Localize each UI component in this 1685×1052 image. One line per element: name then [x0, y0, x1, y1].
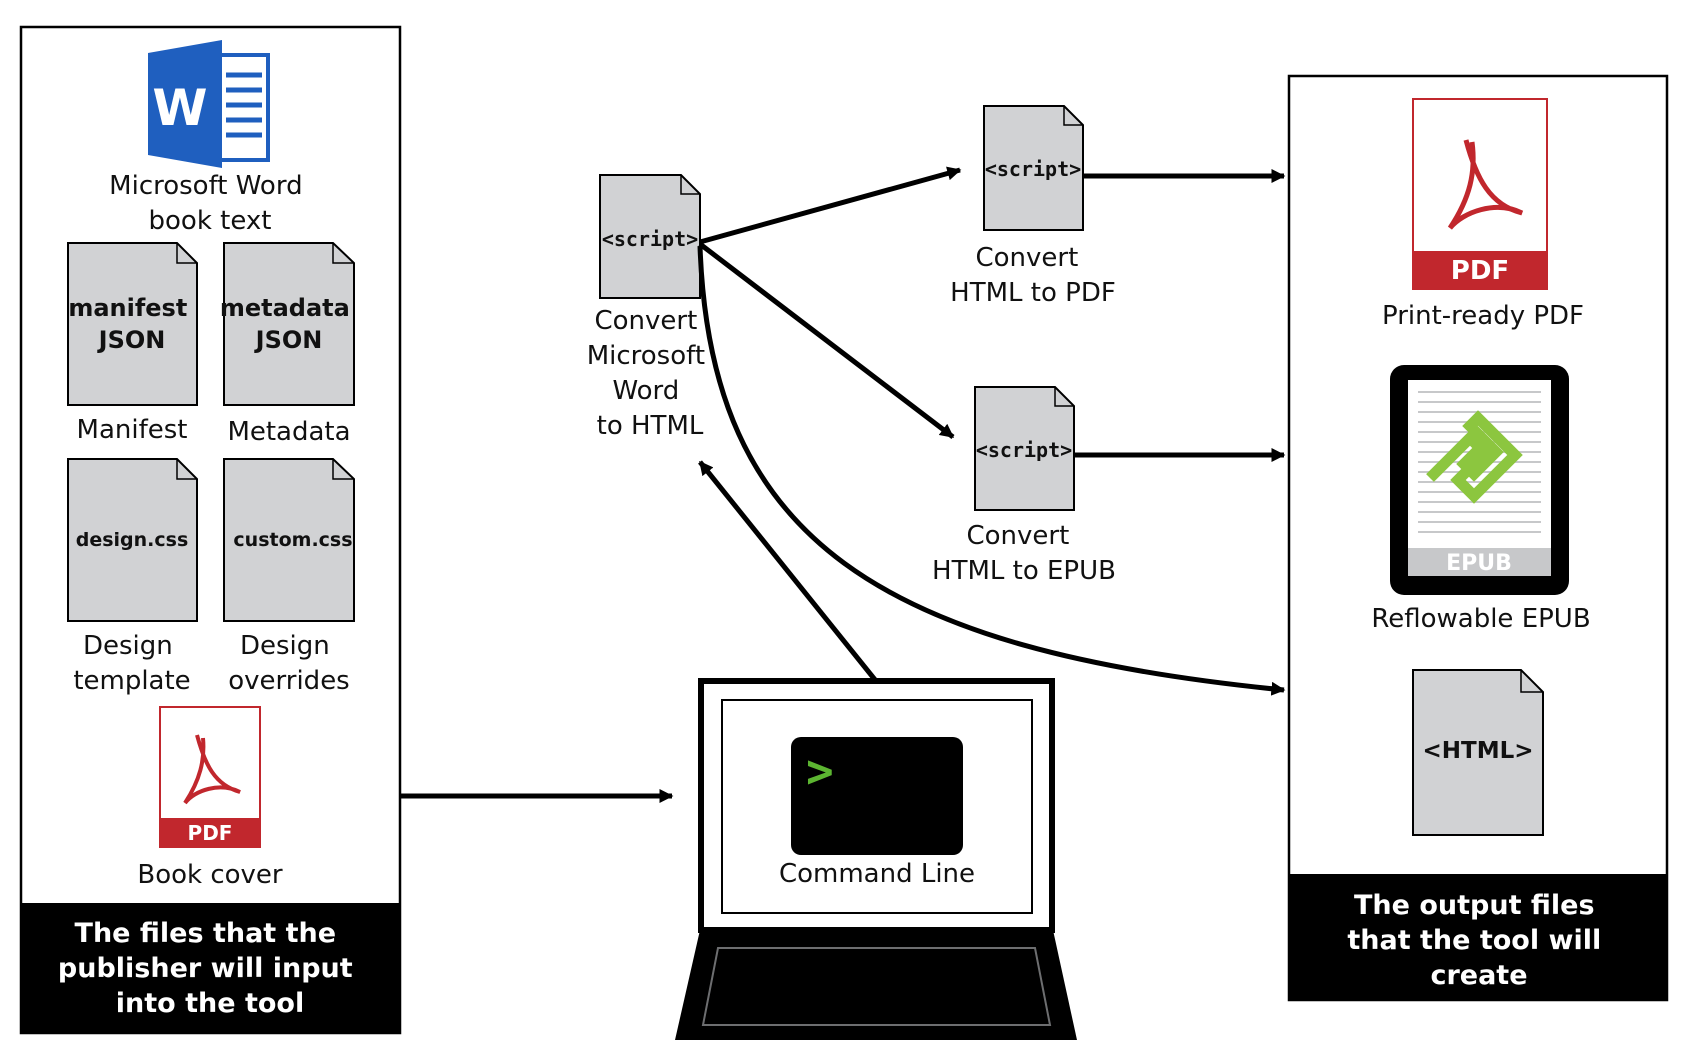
input-panel: The files that the publisher will input …: [19, 25, 402, 1035]
metadata-doc-text: metadata JSON: [220, 294, 358, 354]
book-cover-pdf-icon: [159, 706, 261, 848]
convert-pdf-script-text: <script>: [985, 157, 1081, 181]
arrow-laptop-to-word-script: [698, 460, 878, 683]
custom-css-doc-text: custom.css: [233, 529, 352, 551]
epub-badge: EPUB: [1446, 551, 1512, 576]
input-panel-caption-bg: [21, 903, 400, 1033]
metadata-label: Metadata: [227, 417, 350, 447]
command-line-label: Command Line: [779, 859, 975, 889]
reflowable-epub-label: Reflowable EPUB: [1371, 604, 1590, 634]
book-cover-label: Book cover: [137, 860, 283, 890]
convert-word-script-text: <script>: [602, 227, 698, 251]
metadata-json-file-icon: [223, 242, 355, 406]
arrow-word-script-to-pdf-script: [699, 166, 962, 245]
laptop-terminal-icon: [675, 678, 1077, 1040]
arrow-word-script-to-epub-script: [698, 242, 955, 439]
print-ready-pdf-icon: [1412, 98, 1548, 290]
arrow-word-script-to-html-output: [697, 245, 1286, 696]
terminal-prompt: >: [806, 744, 834, 798]
design-css-doc-text: design.css: [76, 529, 189, 551]
custom-css-file-icon: [223, 458, 355, 622]
html-file-icon: [1412, 669, 1544, 836]
manifest-json-file-icon: [67, 242, 198, 406]
svg-text:W: W: [152, 79, 207, 137]
design-css-file-icon: [67, 458, 198, 622]
print-ready-pdf-label: Print-ready PDF: [1382, 301, 1584, 331]
print-ready-pdf-badge: PDF: [1451, 256, 1509, 286]
html-doc-text: <HTML>: [1422, 738, 1533, 764]
manifest-label: Manifest: [77, 415, 188, 445]
word-label: Microsoft Word book text: [109, 171, 311, 236]
output-panel: The output files that the tool will crea…: [1287, 74, 1669, 1002]
design-template-label: Design template: [73, 631, 190, 696]
convert-pdf-label: Convert HTML to PDF: [950, 243, 1116, 308]
convert-epub-label: Convert HTML to EPUB: [932, 521, 1116, 586]
book-cover-badge: PDF: [188, 821, 233, 845]
convert-epub-script-icon: [974, 386, 1075, 511]
manifest-doc-text: manifest JSON: [68, 294, 195, 354]
connector-arrows: [400, 166, 1286, 803]
epub-tablet-icon: [1390, 365, 1569, 595]
input-panel-caption: The files that the publisher will input …: [58, 918, 362, 1019]
output-panel-caption: The output files that the tool will crea…: [1347, 890, 1610, 991]
microsoft-word-icon: W: [148, 40, 270, 168]
output-panel-caption-bg: [1289, 874, 1667, 1000]
design-overrides-label: Design overrides: [228, 631, 349, 696]
convert-word-label: Convert Microsoft Word to HTML: [587, 306, 714, 441]
convert-epub-script-text: <script>: [976, 438, 1072, 462]
